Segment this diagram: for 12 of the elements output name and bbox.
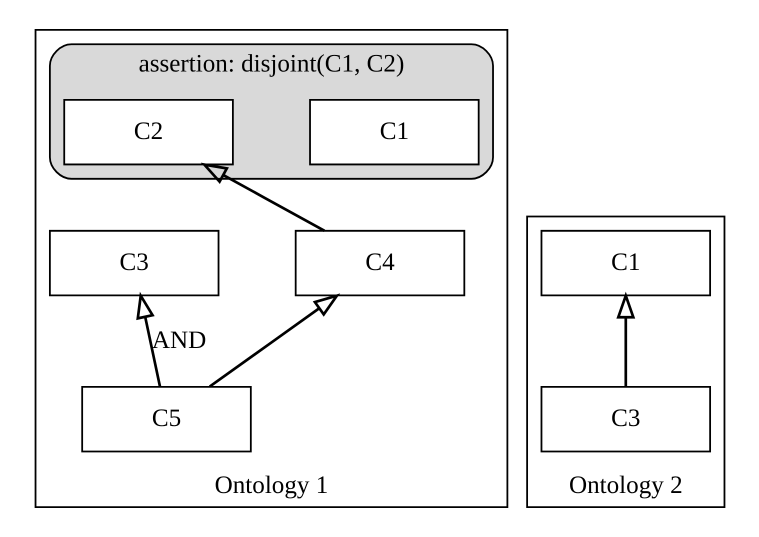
node-box: C3 [48, 230, 219, 296]
edge-label: AND [151, 326, 206, 354]
node-box: C1 [308, 98, 480, 166]
node-box: C3 [540, 386, 711, 452]
node-box: C5 [80, 386, 252, 452]
node-box: C4 [294, 230, 465, 296]
arrow [136, 292, 161, 387]
arrow [200, 162, 325, 232]
arrow [208, 293, 340, 388]
node-box: C2 [62, 98, 234, 166]
node-box: C1 [540, 230, 711, 296]
arrow [616, 292, 635, 387]
